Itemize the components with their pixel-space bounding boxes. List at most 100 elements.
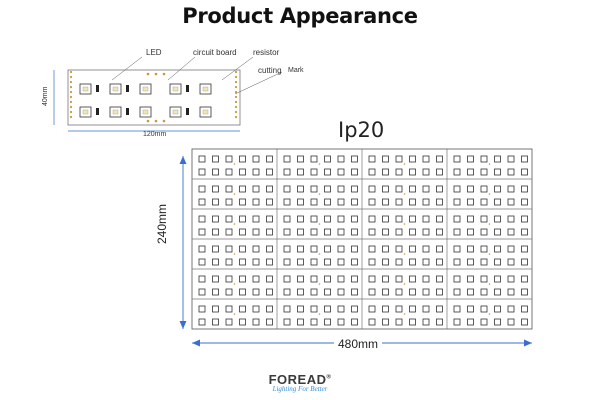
solder-pad — [69, 115, 73, 119]
panel-led-chip — [395, 245, 403, 253]
panel-led-chip — [310, 275, 318, 283]
panel-led-chip — [198, 258, 206, 266]
panel-led-chip — [436, 258, 443, 266]
small-led-chip — [139, 106, 152, 118]
panel-led-chip — [225, 318, 233, 326]
cutting-mark-pad — [162, 72, 166, 76]
panel-led-chip — [351, 168, 358, 176]
panel-led-chip — [212, 318, 219, 326]
panel-led-chip — [368, 215, 376, 223]
solder-pad — [69, 90, 73, 94]
panel-led-chip — [382, 275, 389, 283]
solder-pad — [234, 110, 238, 114]
ip-rating-label: Ip20 — [338, 118, 385, 142]
panel-led-chip — [409, 305, 416, 313]
panel-led-chip — [212, 185, 219, 193]
panel-pad — [318, 163, 321, 165]
solder-pad — [234, 85, 238, 89]
panel-led-chip — [225, 258, 233, 266]
panel-led-chip — [521, 198, 528, 206]
panel-led-chip — [225, 275, 233, 283]
panel-led-chip — [266, 305, 273, 313]
panel-led-chip — [507, 288, 515, 296]
panel-pad — [318, 253, 321, 255]
small-resistor — [126, 85, 129, 92]
panel-led-chip — [351, 245, 358, 253]
small-resistor — [186, 108, 189, 115]
small-led-chip — [199, 83, 212, 95]
panel-led-chip — [494, 228, 501, 236]
panel-led-chip — [266, 245, 273, 253]
panel-led-chip — [337, 228, 345, 236]
panel-led-chip — [225, 215, 233, 223]
panel-led-chip — [310, 185, 318, 193]
solder-pad — [69, 70, 73, 74]
panel-led-chip — [212, 258, 219, 266]
panel-led-chip — [337, 275, 345, 283]
solder-pad — [234, 75, 238, 79]
panel-led-chip — [283, 228, 291, 236]
panel-led-chip — [521, 228, 528, 236]
panel-led-chip — [507, 155, 515, 163]
panel-led-chip — [212, 168, 219, 176]
panel-led-chip — [239, 275, 246, 283]
cutting-mark-pad — [154, 119, 158, 123]
panel-led-chip — [436, 305, 443, 313]
solder-pad — [234, 95, 238, 99]
panel-led-chip — [480, 168, 488, 176]
panel-led-chip — [266, 198, 273, 206]
small-led-chip-die — [82, 109, 89, 115]
panel-led-chip — [225, 155, 233, 163]
small-led-chip-die — [112, 109, 119, 115]
panel-led-chip — [395, 318, 403, 326]
panel-pad — [403, 193, 406, 195]
panel-pad — [318, 283, 321, 285]
panel-led-chip — [239, 305, 246, 313]
solder-pad — [234, 100, 238, 104]
panel-led-chip — [422, 245, 430, 253]
panel-led-chip — [453, 318, 461, 326]
panel-led-chip — [212, 245, 219, 253]
panel-led-chip — [368, 258, 376, 266]
panel-led-chip — [297, 198, 304, 206]
panel-led-chip — [198, 305, 206, 313]
panel-led-chip — [239, 245, 246, 253]
panel-led-chip — [521, 258, 528, 266]
panel-led-chip — [212, 155, 219, 163]
panel-led-chip — [436, 215, 443, 223]
panel-led-chip — [494, 288, 501, 296]
panel-led-chip — [436, 245, 443, 253]
panel-pad — [233, 163, 236, 165]
panel-led-chip — [368, 288, 376, 296]
panel-led-chip — [368, 318, 376, 326]
panel-led-chip — [480, 228, 488, 236]
panel-led-chip — [324, 185, 331, 193]
panel-led-chip — [324, 288, 331, 296]
brand-name-text: FOREAD — [268, 372, 327, 387]
panel-led-chip — [494, 258, 501, 266]
panel-led-chip — [225, 288, 233, 296]
panel-led-chip — [310, 228, 318, 236]
panel-led-chip — [337, 215, 345, 223]
panel-led-chip — [507, 305, 515, 313]
panel-led-chip — [395, 168, 403, 176]
panel-pad — [318, 313, 321, 315]
panel-led-chip — [422, 198, 430, 206]
panel-led-chip — [382, 258, 389, 266]
panel-led-chip — [283, 275, 291, 283]
small-led-chip — [169, 83, 182, 95]
circuit-board-leader-line — [167, 56, 196, 81]
panel-led-chip — [212, 305, 219, 313]
panel-led-chip — [297, 305, 304, 313]
panel-pad — [488, 253, 491, 255]
panel-led-chip — [252, 155, 260, 163]
panel-led-chip — [422, 168, 430, 176]
panel-led-chip — [252, 275, 260, 283]
resistor-leader-line — [221, 56, 254, 81]
panel-led-chip — [507, 275, 515, 283]
panel-led-chip — [198, 198, 206, 206]
panel-led-chip — [453, 185, 461, 193]
small-led-chip — [199, 106, 212, 118]
panel-led-chip — [382, 288, 389, 296]
solder-pad — [234, 90, 238, 94]
